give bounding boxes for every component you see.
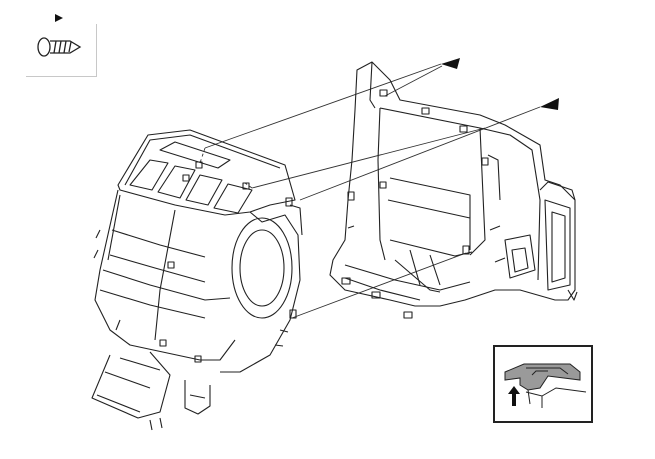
legend-triangle-icon (55, 14, 63, 22)
up-arrow-icon (508, 386, 520, 406)
clip-release-icon (504, 363, 587, 408)
screw-marker-upper (441, 58, 460, 69)
heater-unit-assembly (91, 129, 303, 431)
leader-lines (204, 63, 541, 319)
legend-box (26, 24, 97, 77)
screw-marker-lower (540, 98, 559, 110)
dashed-leader-lines (199, 147, 253, 189)
evaporator-case-assembly (329, 61, 578, 319)
screw-icon (37, 37, 82, 57)
